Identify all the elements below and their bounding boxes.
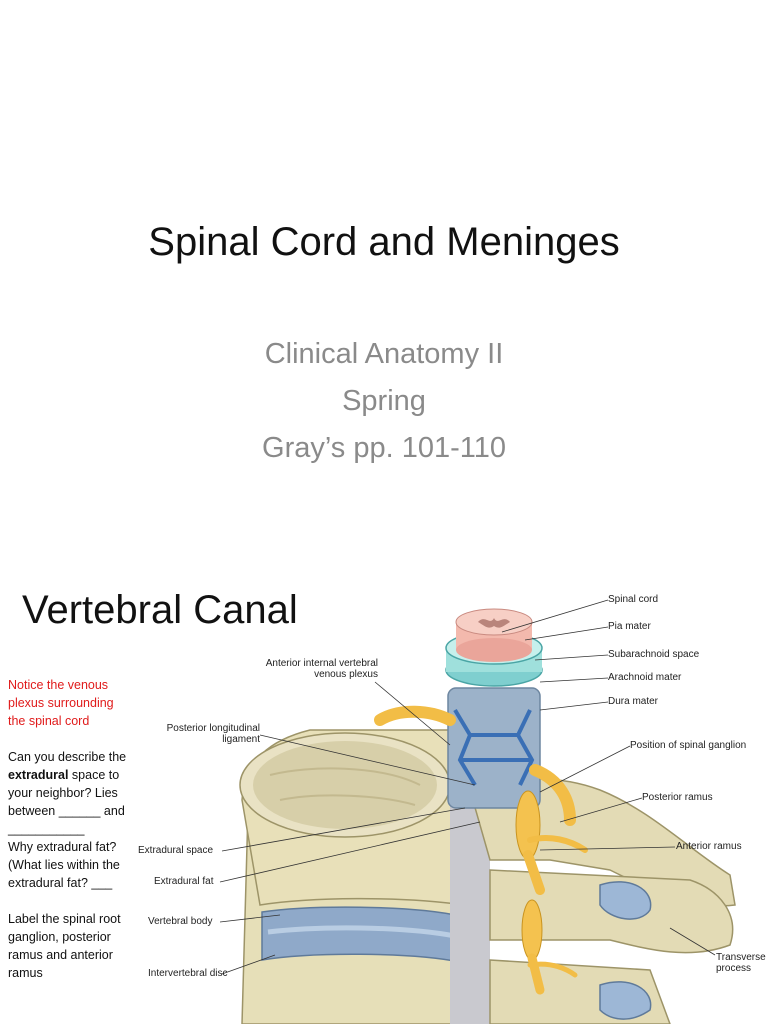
label-dura-mater: Dura mater	[608, 696, 659, 707]
anatomy-drawing	[219, 599, 736, 1024]
extradural-question: Can you describe the extradural space to…	[8, 750, 127, 836]
label-extradural-space: Extradural space	[138, 845, 214, 856]
label-vertebral-body: Vertebral body	[148, 916, 213, 927]
slide-title: Spinal Cord and Meninges	[148, 220, 620, 264]
study-notes: Notice the venous plexus surrounding the…	[8, 676, 132, 982]
slide-subtitle: Clinical Anatomy II Spring Gray’s pp. 10…	[0, 331, 768, 472]
subtitle-line-course: Clinical Anatomy II	[264, 338, 504, 370]
label-anterior-internal-plexus: Anterior internal vertebral venous plexu…	[265, 658, 378, 680]
title-slide: Spinal Cord and Meninges Clinical Anatom…	[0, 220, 768, 472]
subtitle-line-reading: Gray’s pp. 101-110	[262, 432, 506, 464]
label-posterior-longitudinal-ligament: Posterior longitudinal ligament	[166, 723, 260, 745]
label-arachnoid-mater: Arachnoid mater	[608, 672, 682, 683]
label-posterior-ramus: Posterior ramus	[642, 792, 713, 803]
label-intervertebral-disc: Intervertebral disc	[148, 968, 228, 979]
label-spinal-cord: Spinal cord	[608, 594, 659, 605]
vertebral-canal-illustration: Spinal cord Pia mater Subarachnoid space…	[130, 560, 768, 1024]
venous-plexus-note: Notice the venous plexus surrounding the…	[8, 678, 114, 728]
extradural-term: extradural	[8, 768, 69, 782]
label-anterior-ramus: Anterior ramus	[676, 841, 742, 852]
label-pia-mater: Pia mater	[608, 621, 651, 632]
label-subarachnoid-space: Subarachnoid space	[608, 649, 700, 660]
label-transverse-process: Transverse process	[716, 952, 766, 974]
slide-heading: Vertebral Canal	[22, 588, 298, 632]
label-extradural-fat: Extradural fat	[154, 876, 214, 887]
label-spinal-ganglion: Position of spinal ganglion	[630, 740, 747, 751]
vertebral-canal-slide: Vertebral Canal Notice the venous plexus…	[0, 560, 768, 1024]
subtitle-line-term: Spring	[342, 385, 426, 417]
label-task: Label the spinal root ganglion, posterio…	[8, 912, 121, 980]
extradural-fat-question: Why extradural fat? (What lies within th…	[8, 840, 120, 890]
